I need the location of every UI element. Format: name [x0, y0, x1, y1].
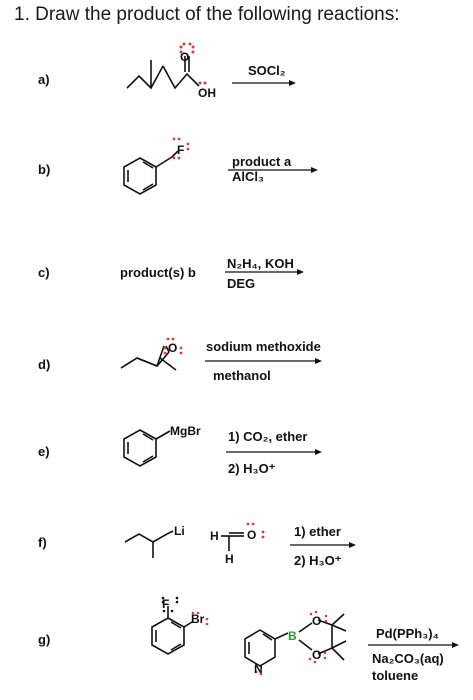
page-title: 1. Draw the product of the following rea…	[14, 4, 400, 25]
reagent-f-below: 2) H₃O⁺	[294, 553, 342, 568]
reagent-d-below: methanol	[213, 368, 271, 383]
atom-b-f: F	[177, 143, 185, 157]
reagent-a-above: SOCl₂	[248, 63, 286, 78]
reagent-b-above: product a	[232, 154, 292, 169]
atom-d-o: O	[168, 341, 178, 355]
reagent-g-above: Pd(PPh₃)₄	[376, 626, 439, 641]
reagent-c-above: N₂H₄, KOH	[227, 256, 294, 271]
atom-f-o: O	[247, 528, 257, 542]
molecule-e	[123, 429, 171, 467]
atom-g-br: Br	[191, 612, 205, 626]
problem-label-b: b)	[38, 162, 51, 177]
problem-label-d: d)	[38, 357, 51, 372]
substrate-c: product(s) b	[120, 265, 196, 280]
reagent-g-below: Na₂CO₃(aq)	[372, 651, 444, 666]
atom-g-o1: O	[312, 614, 322, 628]
molecule-d	[120, 337, 183, 371]
atom-e-mgbr: MgBr	[170, 424, 201, 438]
atom-f-h2: H	[225, 552, 234, 566]
reagent-e-above: 1) CO₂, ether	[228, 429, 308, 444]
problem-label-f: f)	[38, 535, 47, 550]
atom-g-n: N	[254, 662, 263, 676]
atom-g-o2: O	[312, 648, 322, 662]
molecule-g	[151, 596, 347, 676]
reagent-b-below: AlCl₃	[232, 169, 265, 184]
atom-g-b: B	[288, 629, 297, 643]
reagent-f-above: 1) ether	[294, 524, 341, 539]
molecule-f	[124, 522, 265, 558]
molecule-a	[126, 42, 207, 90]
atom-a-oh: OH	[198, 86, 216, 100]
reagent-g-below-2: toluene	[372, 668, 419, 683]
atom-f-li: Li	[174, 524, 185, 538]
reagent-e-below: 2) H₃O⁺	[228, 461, 276, 476]
problem-label-g: g)	[38, 632, 51, 647]
problem-label-c: c)	[38, 265, 50, 280]
problem-label-e: e)	[38, 444, 50, 459]
atom-f-h1: H	[210, 529, 219, 543]
reagent-c-below: DEG	[227, 276, 256, 291]
reagent-d-above: sodium methoxide	[206, 339, 321, 354]
atom-g-f: F	[162, 597, 170, 611]
molecule-b	[123, 137, 190, 195]
problem-label-a: a)	[38, 72, 50, 87]
atom-a-carbonyl-o: O	[180, 50, 190, 64]
